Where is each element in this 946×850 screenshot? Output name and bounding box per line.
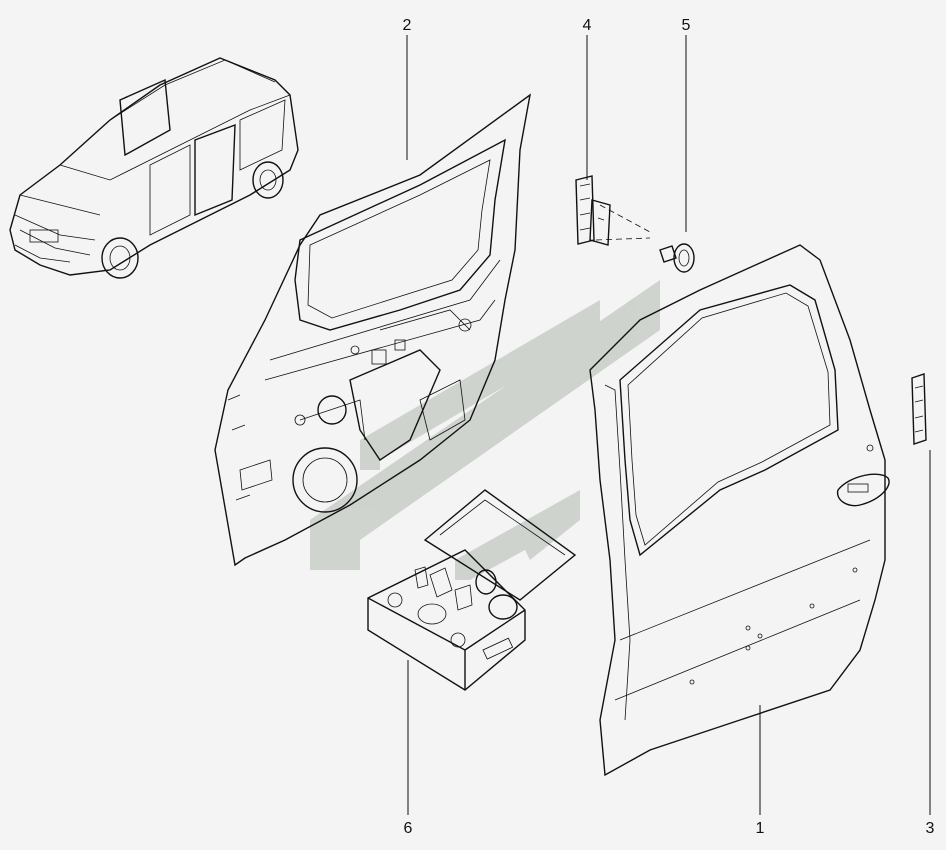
watermark-logo — [310, 280, 660, 580]
callout-3: 3 — [926, 820, 935, 837]
callout-numbers: 2 4 5 6 1 3 — [403, 17, 935, 837]
clip-fastener — [659, 243, 695, 273]
callout-6: 6 — [404, 820, 413, 837]
callout-5: 5 — [682, 17, 691, 34]
door-hinge-lower — [911, 373, 927, 445]
door-outer-panel — [589, 244, 890, 777]
callout-1: 1 — [756, 820, 765, 837]
callout-4: 4 — [583, 17, 592, 34]
repair-kit-box — [367, 489, 577, 691]
vehicle-overview — [9, 57, 299, 279]
door-inner-panel — [214, 93, 532, 567]
door-hinge-upper — [575, 175, 651, 246]
callout-2: 2 — [403, 17, 412, 34]
leader-lines — [406, 35, 931, 815]
